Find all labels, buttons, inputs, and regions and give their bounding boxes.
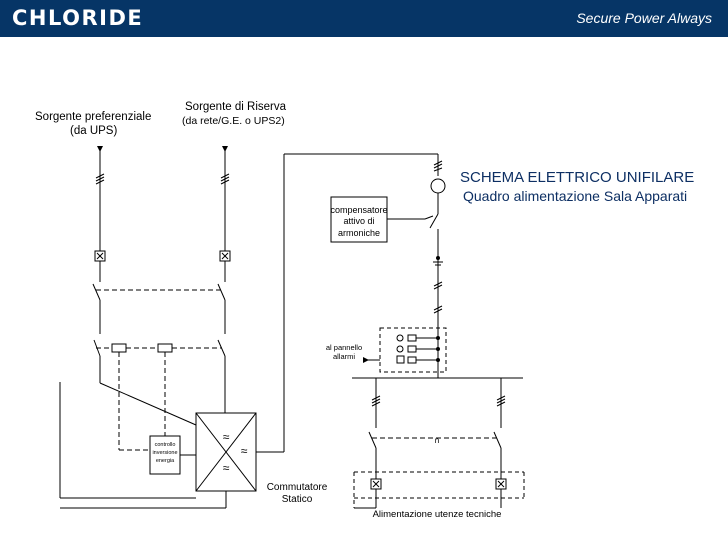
static-switch-label-2: Statico — [282, 494, 313, 505]
alarm-panel-label-1: al pannello — [326, 343, 362, 352]
compensator-label-2: attivo di — [343, 216, 374, 226]
preferred-source-label: Sorgente preferenziale — [35, 111, 151, 123]
energy-control-label-1: controllo — [155, 442, 176, 448]
preferred-source-arrow — [97, 146, 103, 152]
static-switch-symbol-bottom: ≈ — [223, 461, 230, 475]
load-interlock-label: n — [435, 436, 439, 445]
energy-control-label-3: energia — [156, 458, 175, 464]
reserve-source-sub: (da rete/G.E. o UPS2) — [182, 115, 285, 127]
reserve-source-arrow — [222, 146, 228, 152]
reserve-source-label: Sorgente di Riserva — [185, 101, 287, 113]
loads-label: Alimentazione utenze tecniche — [373, 509, 502, 520]
compensator-label-3: armoniche — [338, 228, 380, 238]
brand-logo: CHLORIDE — [12, 6, 144, 30]
diagram-subtitle: Quadro alimentazione Sala Apparati — [463, 188, 687, 204]
compensator-label-1: compensatore — [330, 205, 387, 215]
header-bar: CHLORIDE Secure Power Always — [0, 0, 728, 37]
tagline: Secure Power Always — [576, 10, 712, 26]
preferred-source-sub: (da UPS) — [70, 125, 117, 137]
energy-control-label-2: inversione — [152, 450, 177, 456]
static-switch-symbol-top: ≈ — [223, 430, 230, 444]
wiring — [59, 148, 525, 509]
static-switch-symbol-right: ≈ — [241, 444, 248, 458]
diagram-title: SCHEMA ELETTRICO UNIFILARE — [460, 169, 694, 186]
static-switch-label-1: Commutatore — [267, 482, 328, 493]
alarm-panel-label-2: allarmi — [333, 352, 355, 361]
